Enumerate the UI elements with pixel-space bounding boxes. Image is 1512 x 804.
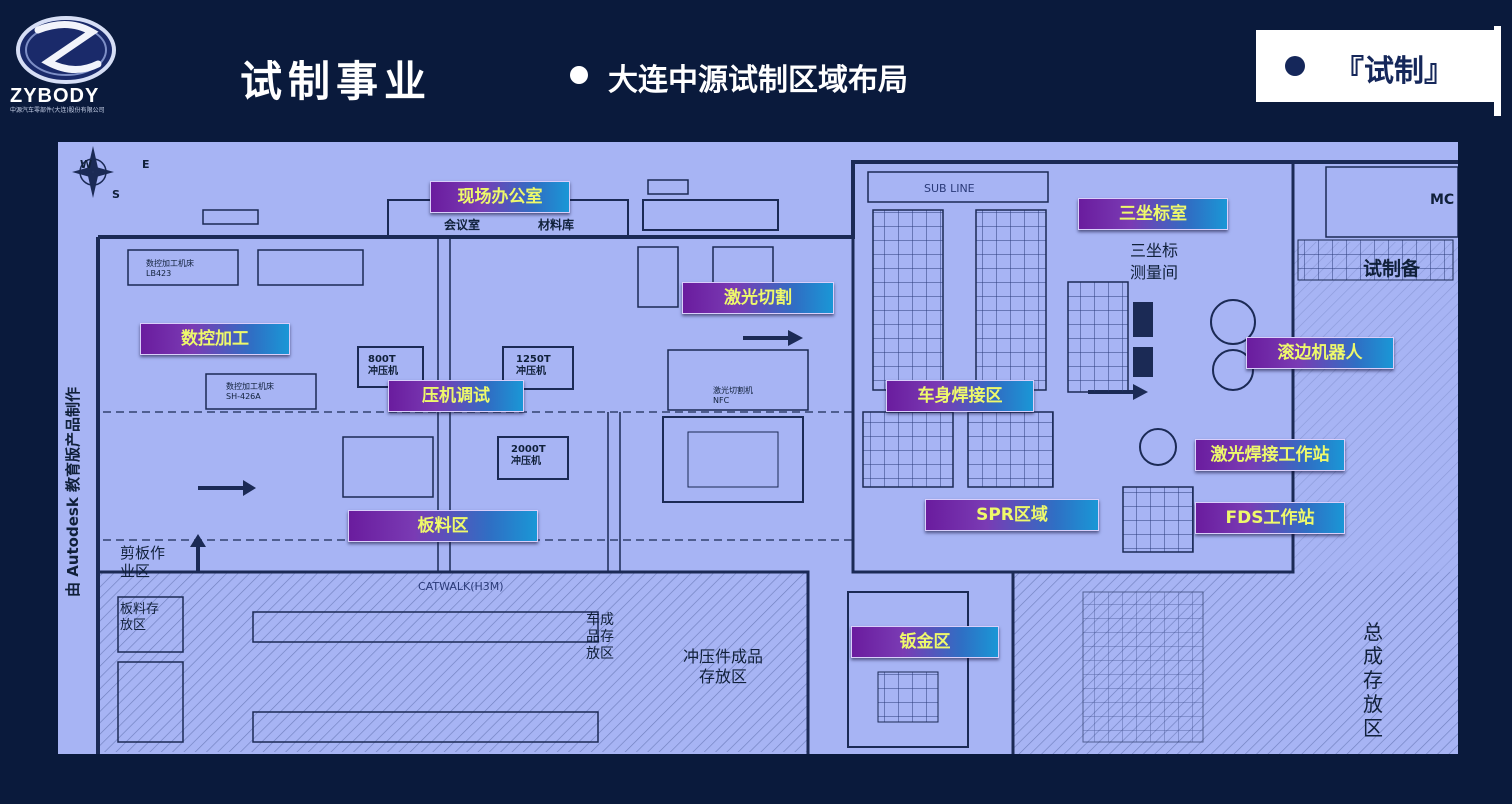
label-spr: SPR区域	[925, 499, 1099, 531]
press-800t-text: 800T 冲压机	[368, 354, 398, 377]
press-2000t-text: 2000T 冲压机	[511, 444, 546, 467]
label-fds: FDS工作站	[1195, 502, 1345, 534]
page-title: 试制事业	[240, 57, 433, 106]
label-office: 现场办公室	[430, 181, 570, 213]
logo-subtext: 中源汽车零部件(大连)股份有限公司	[10, 107, 105, 114]
label-hem-robot: 滚边机器人	[1246, 337, 1394, 369]
compass-icon	[72, 146, 114, 198]
label-sheet-metal: 钣金区	[851, 626, 999, 658]
laser-machine-text: 激光切割机 NFC	[713, 386, 753, 405]
trial-prep-text: 试制备	[1363, 258, 1421, 280]
mc-text: MC	[1430, 192, 1455, 208]
assembly-store-text: 总 成 存 放 区	[1363, 620, 1383, 740]
meeting-room-text: 会议室	[444, 218, 481, 232]
label-sheet-area: 板料区	[348, 510, 538, 542]
tag-label: 『试制』	[1334, 54, 1454, 89]
cmm-room-text: 三坐标 测量间	[1130, 241, 1179, 282]
cnc-machine-2-text: 数控加工机床 SH-426A	[226, 382, 274, 401]
label-laser-weld: 激光焊接工作站	[1195, 439, 1345, 471]
label-cnc: 数控加工	[140, 323, 290, 355]
bullet-icon	[570, 66, 588, 84]
sub-line-text: SUB LINE	[924, 182, 975, 195]
press-1250t-text: 1250T 冲压机	[516, 354, 551, 377]
label-laser-cut: 激光切割	[682, 282, 834, 314]
tag-bullet-icon	[1285, 56, 1305, 76]
car-store-text: 车成 品存 放区	[586, 612, 614, 662]
autodesk-text: 由 Autodesk 教育版产品制作	[64, 386, 82, 597]
compass-e: E	[142, 158, 150, 171]
label-body-weld: 车身焊接区	[886, 380, 1034, 412]
logo-text: ZYBODY	[10, 85, 100, 107]
tag-box-edge	[1494, 26, 1501, 116]
sheet-store-text: 板料存 放区	[120, 602, 160, 633]
company-logo	[8, 10, 133, 120]
catwalk-text: CATWALK(H3M)	[418, 580, 504, 593]
compass-s: S	[112, 188, 120, 201]
material-room-text: 材料库	[538, 218, 575, 232]
compass-w: W	[80, 158, 93, 171]
floor-plan: N S E W 会议室 材料库 SUB LINE 三坐标 测量间 试制备 MC …	[58, 142, 1458, 754]
label-cmm-room: 三坐标室	[1078, 198, 1228, 230]
page-subtitle: 大连中源试制区域布局	[608, 63, 908, 98]
cnc-machine-1-text: 数控加工机床 LB423	[146, 259, 194, 278]
shear-area-text: 剪板作 业区	[120, 544, 166, 580]
label-press-debug: 压机调试	[388, 380, 524, 412]
finished-store-text: 冲压件成品 存放区	[683, 647, 764, 686]
